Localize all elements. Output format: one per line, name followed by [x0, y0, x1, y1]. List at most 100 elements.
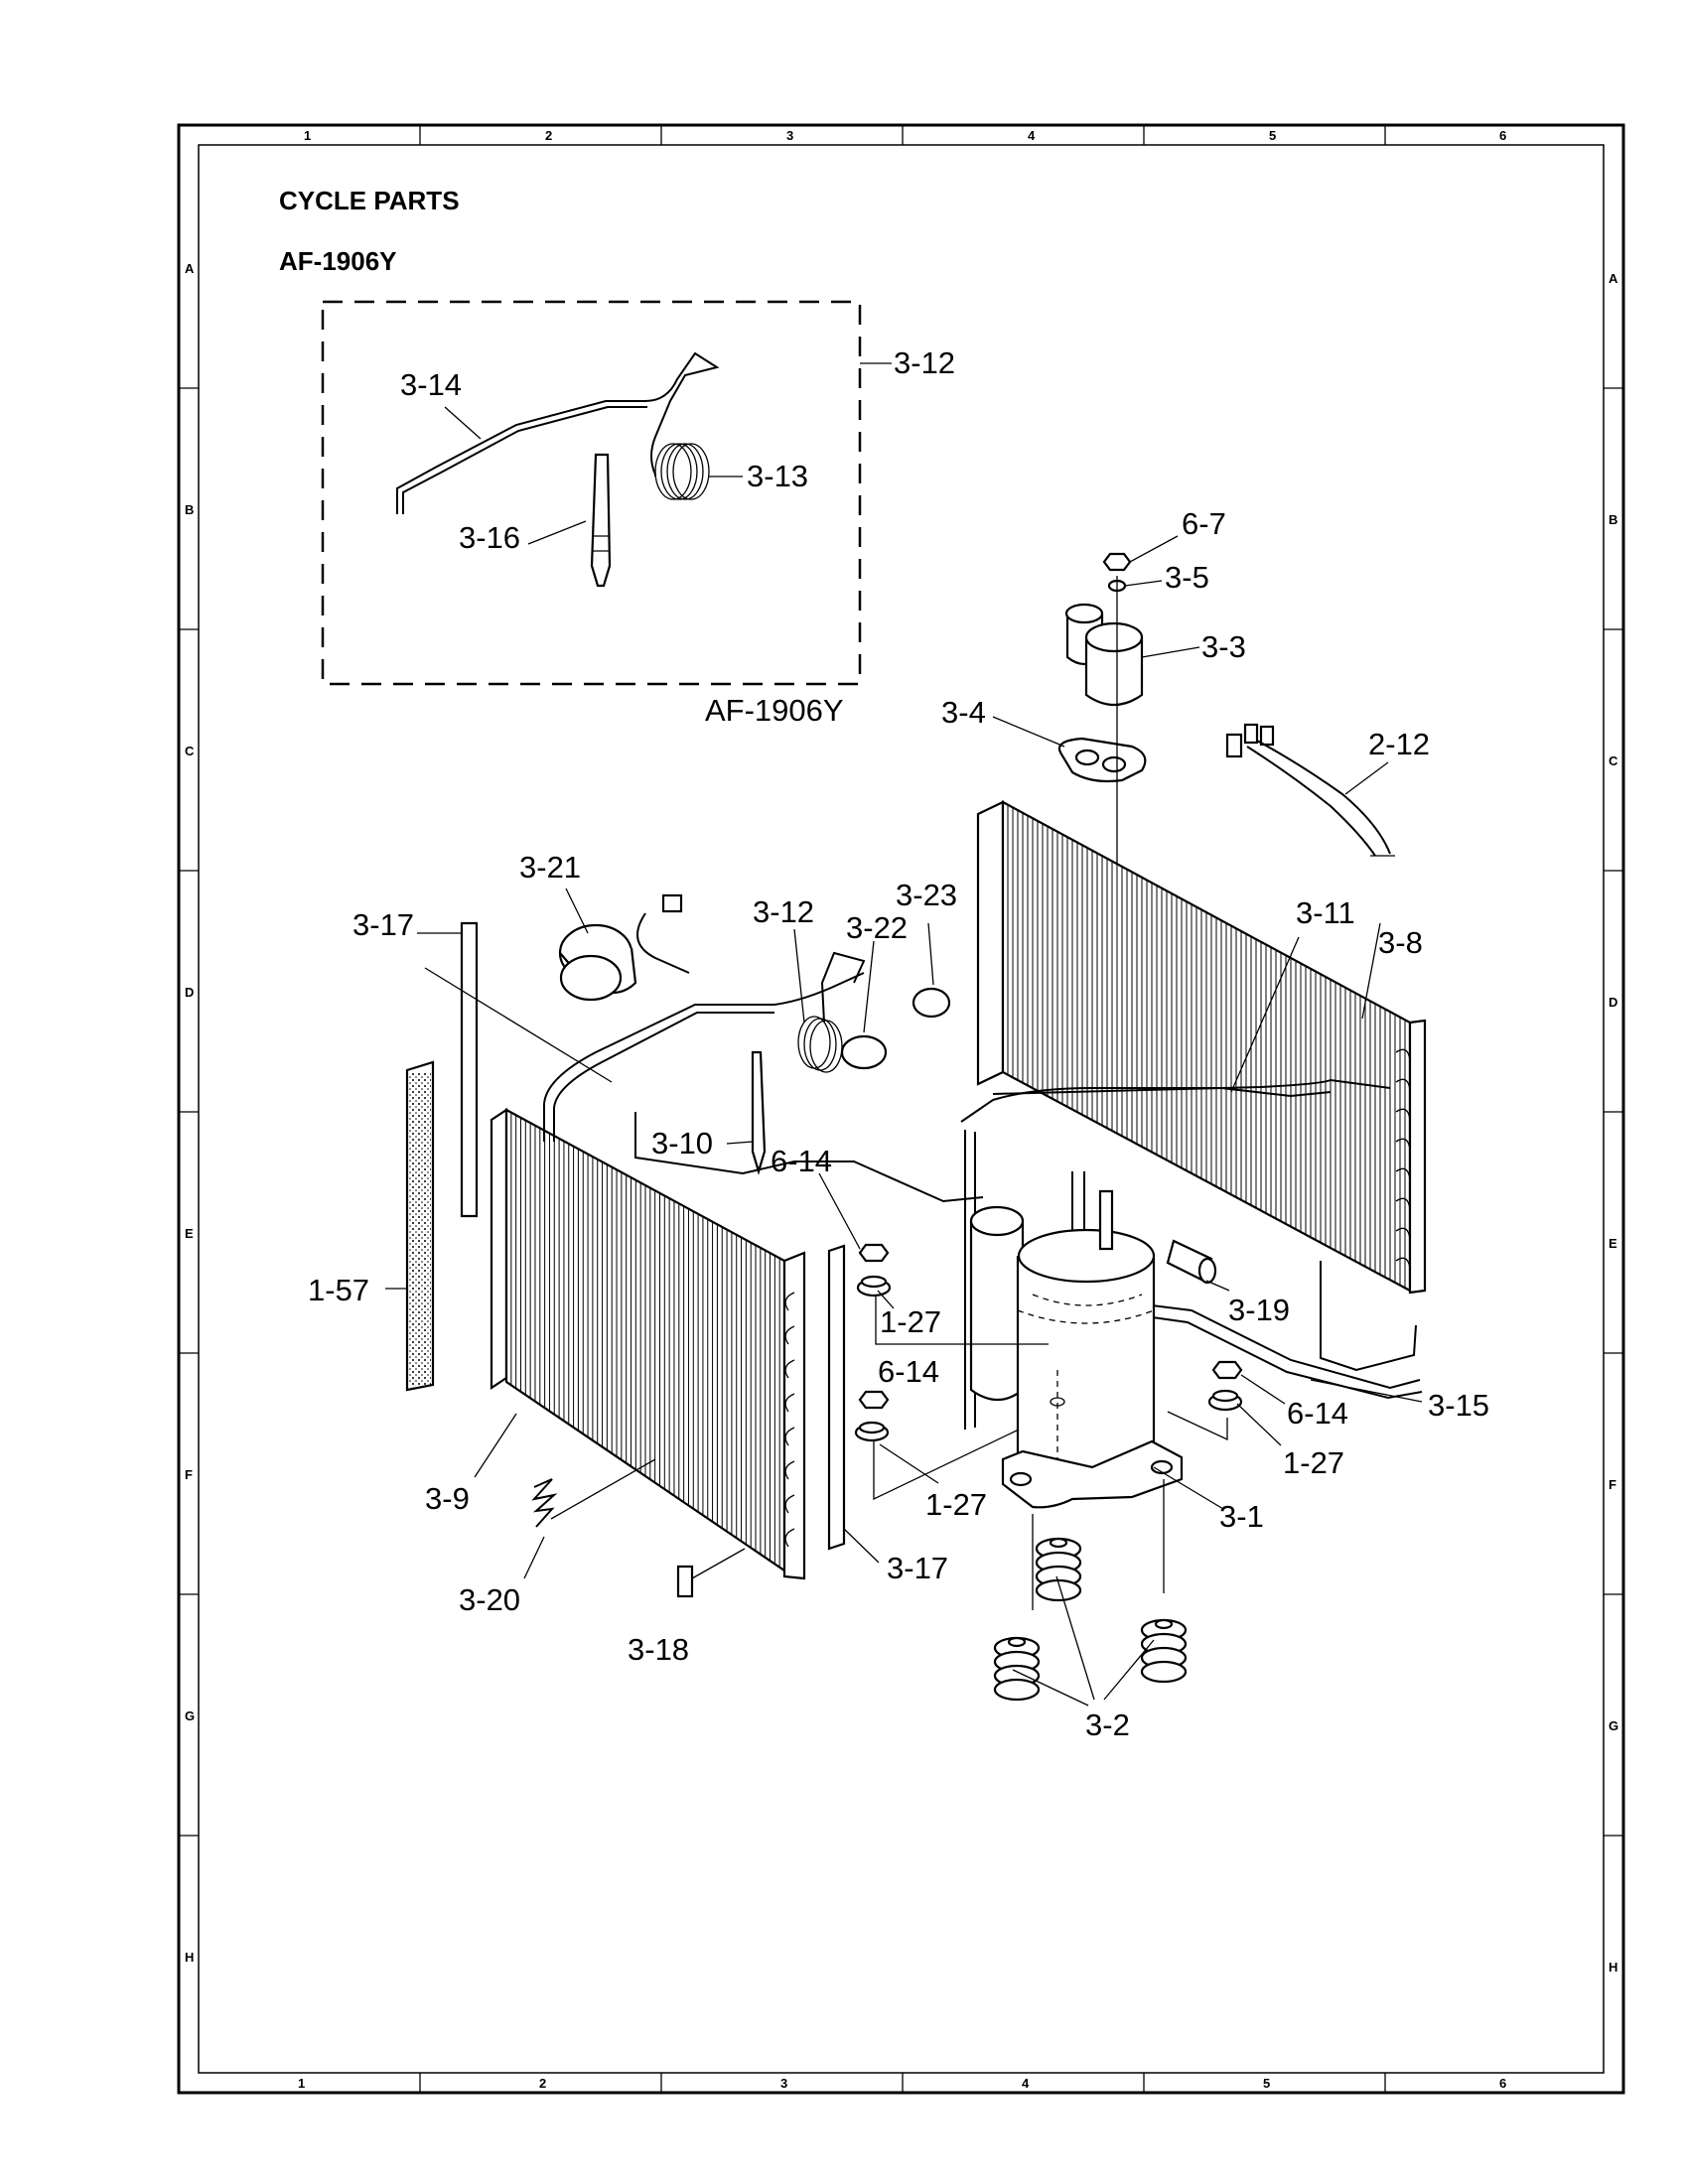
evaporator-coil: 3-9 [425, 1107, 806, 1580]
page-title: CYCLE PARTS [279, 186, 460, 215]
label-3-20: 3-20 [459, 1582, 520, 1617]
grid-col-bottom-4: 4 [1022, 2076, 1030, 2091]
drawing-frame: 1 2 3 4 5 6 1 2 3 4 5 6 A B C D E F G H … [177, 123, 1625, 2095]
label-3-12-inset: 3-12 [894, 345, 955, 380]
condenser-coil: 3-8 [976, 800, 1427, 1295]
seal-strip-bottom [827, 1244, 846, 1551]
label-3-22: 3-22 [846, 910, 908, 945]
grid-row-right-d: D [1609, 995, 1617, 1010]
label-2-12: 2-12 [1368, 727, 1430, 761]
grid-col-bottom-2: 2 [539, 2076, 546, 2091]
label-3-16: 3-16 [459, 520, 520, 555]
grid-row-right-g: G [1609, 1718, 1618, 1733]
grid-col-top-6: 6 [1499, 128, 1506, 143]
label-1-57: 1-57 [308, 1273, 369, 1307]
small-parts: 3-21 3-22 3-23 3-12 3-10 3-20 3-18 [459, 850, 1290, 1667]
capacitor-front [1084, 637, 1144, 706]
label-6-14-c: 6-14 [1287, 1396, 1348, 1431]
label-3-8: 3-8 [1378, 925, 1423, 960]
label-3-12: 3-12 [753, 894, 814, 929]
label-3-11: 3-11 [1296, 895, 1355, 930]
grid-row-right-b: B [1609, 512, 1617, 527]
label-1-27-c: 1-27 [1283, 1445, 1344, 1480]
grid-col-top-5: 5 [1269, 128, 1276, 143]
grid-row-right-a: A [1609, 271, 1618, 286]
hairpin-bend [784, 1292, 795, 1311]
inset-capillary-assembly: AF-1906Y 3-14 3-13 3-16 3-12 [321, 300, 955, 728]
seal-strip-top [460, 921, 479, 1218]
capillary-tube [396, 351, 720, 514]
model-number: AF-1906Y [279, 246, 397, 276]
grid-col-top-2: 2 [545, 128, 552, 143]
label-6-14-b: 6-14 [878, 1354, 939, 1389]
label-6-14-a: 6-14 [771, 1144, 832, 1178]
insulation-sleeve [559, 954, 623, 1002]
accumulator [969, 1221, 1025, 1402]
label-3-17-top: 3-17 [352, 907, 414, 942]
hairpin-bend [1395, 1108, 1411, 1121]
label-3-17-bottom: 3-17 [887, 1551, 948, 1585]
grid-row-right-f: F [1609, 1477, 1616, 1492]
hairpin-bend [784, 1393, 795, 1413]
seal-block [676, 1565, 694, 1598]
nut [1102, 552, 1132, 572]
hairpin-bend [1395, 1227, 1411, 1240]
label-3-15: 3-15 [1428, 1388, 1489, 1423]
label-3-23: 3-23 [896, 878, 957, 912]
hairpin-bend [784, 1359, 795, 1379]
grid-row-left-h: H [185, 1950, 194, 1965]
grid-col-bottom-5: 5 [1263, 2076, 1270, 2091]
wire-harness: 2-12 [1225, 723, 1430, 857]
capillary-tube-edge [402, 406, 647, 514]
grid-col-bottom-1: 1 [298, 2076, 305, 2091]
grid-col-top-3: 3 [786, 128, 793, 143]
label-6-7: 6-7 [1182, 506, 1226, 541]
hairpin-bend [1395, 1167, 1411, 1180]
capacitor-bracket [1057, 737, 1147, 783]
label-3-18: 3-18 [628, 1632, 689, 1667]
inset-caption: AF-1906Y [705, 693, 844, 728]
grid-col-bottom-3: 3 [780, 2076, 787, 2091]
grid-row-left-g: G [185, 1708, 195, 1723]
strainer [590, 453, 612, 588]
label-1-27-a: 1-27 [880, 1304, 941, 1339]
hairpin-bend [784, 1325, 795, 1345]
hairpin-bend [1395, 1138, 1411, 1151]
grid-row-left-f: F [185, 1467, 193, 1482]
cable-tie [636, 912, 690, 974]
grid-row-left-a: A [185, 261, 195, 276]
compressor: 3-1 [969, 1189, 1264, 1534]
label-3-13: 3-13 [747, 459, 808, 493]
grid-row-right-c: C [1609, 753, 1618, 768]
hairpin-bend [784, 1494, 795, 1514]
grid-row-left-e: E [185, 1226, 194, 1241]
capillary-coil-main [751, 951, 866, 1175]
label-3-9: 3-9 [425, 1481, 470, 1516]
rubber-foot [993, 1636, 1041, 1702]
label-3-5: 3-5 [1165, 560, 1209, 595]
label-3-14: 3-14 [400, 367, 462, 402]
capillary-coil [654, 443, 710, 500]
hairpin-bend [784, 1460, 795, 1480]
hairpin-bend [784, 1528, 795, 1548]
rubber-bushing-3-22 [840, 1034, 888, 1070]
foam-seals: 3-17 1-57 3-17 [308, 907, 948, 1585]
label-3-10: 3-10 [651, 1126, 713, 1160]
label-3-4: 3-4 [941, 695, 986, 730]
grid-col-bottom-6: 6 [1499, 2076, 1506, 2091]
grid-col-top-1: 1 [304, 128, 311, 143]
connector [1225, 733, 1243, 758]
label-3-19: 3-19 [1228, 1293, 1290, 1327]
fin-clip [531, 1478, 558, 1528]
label-3-1: 3-1 [1219, 1499, 1264, 1534]
rubber-foot [1140, 1618, 1188, 1684]
label-3-3: 3-3 [1201, 629, 1246, 664]
grid-row-right-e: E [1609, 1236, 1617, 1251]
hairpin-bend [1395, 1257, 1411, 1270]
compressor-base [1001, 1439, 1184, 1509]
mount-hardware: 6-14 1-27 6-14 1-27 6-14 1-27 3-2 [771, 1144, 1348, 1742]
hairpin-bend [1395, 1048, 1411, 1061]
grid-row-left-b: B [185, 502, 194, 517]
hairpin-bend [1395, 1197, 1411, 1210]
